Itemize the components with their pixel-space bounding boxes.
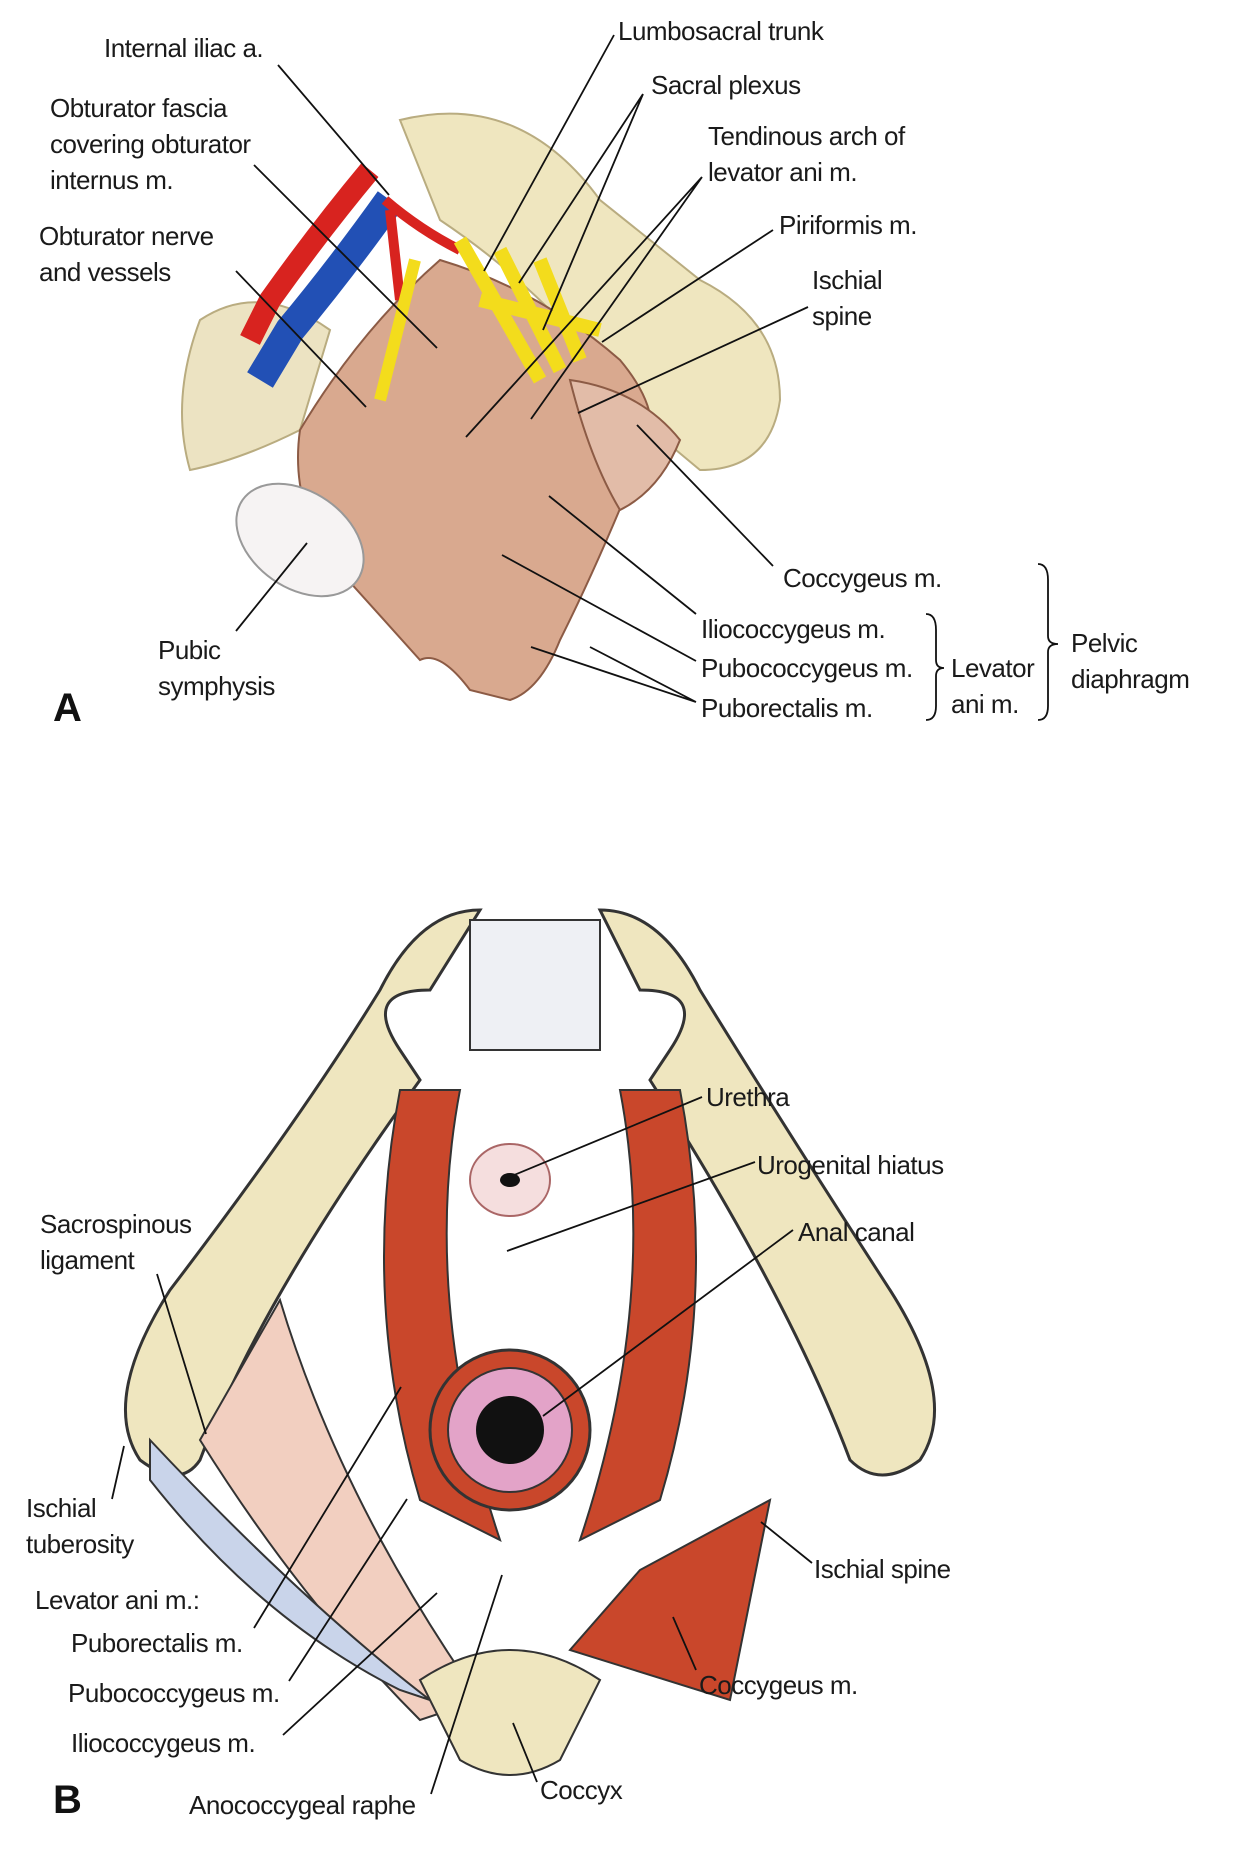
label-obturator-fascia-1: Obturator fascia xyxy=(50,93,227,123)
label-iliococcygeus-b: Iliococcygeus m. xyxy=(71,1728,256,1758)
label-coccyx: Coccyx xyxy=(540,1775,623,1805)
label-pubococcygeus-b: Pubococcygeus m. xyxy=(68,1678,280,1708)
external-iliac-artery xyxy=(240,162,379,345)
label-tendinous-arch-2: levator ani m. xyxy=(708,157,858,187)
panel-b-letter: B xyxy=(53,1778,82,1822)
label-levator-ani-1: Levator xyxy=(951,653,1035,683)
label-levator-ani-2: ani m. xyxy=(951,689,1019,719)
panel-b-illustration xyxy=(123,908,937,1776)
label-ischial-spine-2: spine xyxy=(812,301,872,331)
label-obturator-nerve-1: Obturator nerve xyxy=(39,221,214,251)
coccyx-bone xyxy=(418,1649,602,1776)
label-obturator-fascia-2: covering obturator xyxy=(50,129,251,159)
label-ischial-tuberosity-1: Ischial xyxy=(26,1493,97,1523)
label-sacrospinous-1: Sacrospinous xyxy=(40,1209,192,1239)
label-lumbosacral-trunk: Lumbosacral trunk xyxy=(618,16,824,46)
pubococcygeus-right xyxy=(578,1089,697,1542)
label-piriformis: Piriformis m. xyxy=(779,210,917,240)
label-urogenital-hiatus: Urogenital hiatus xyxy=(757,1150,944,1180)
label-internal-iliac: Internal iliac a. xyxy=(104,33,264,63)
sacrospinous-ligament xyxy=(149,1437,431,1701)
panel-a-illustration xyxy=(181,112,782,702)
label-sacrospinous-2: ligament xyxy=(40,1245,135,1275)
label-coccygeus-b: Coccygeus m. xyxy=(699,1670,858,1700)
coccygeus-right xyxy=(568,1498,772,1702)
internal-iliac-branches xyxy=(381,196,463,301)
label-ischial-spine-1: Ischial xyxy=(812,265,883,295)
label-coccygeus: Coccygeus m. xyxy=(783,563,942,593)
label-obturator-nerve-2: and vessels xyxy=(39,257,171,287)
label-tendinous-arch-1: Tendinous arch of xyxy=(708,121,905,151)
sacral-plexus-nerves xyxy=(453,236,602,384)
label-pubococcygeus: Pubococcygeus m. xyxy=(701,653,913,683)
levator-ani-brace xyxy=(925,613,945,721)
label-sacral-plexus: Sacral plexus xyxy=(651,70,801,100)
label-obturator-fascia-3: internus m. xyxy=(50,165,174,195)
label-urethra: Urethra xyxy=(706,1082,790,1112)
label-pelvic-diaphragm-2: diaphragm xyxy=(1071,664,1190,694)
label-puborectalis: Puborectalis m. xyxy=(701,693,873,723)
label-levator-ani: Levator ani m.: xyxy=(35,1585,200,1615)
label-anococcygeal-raphe: Anococcygeal raphe xyxy=(189,1790,416,1820)
label-ischial-spine-b: Ischial spine xyxy=(814,1554,951,1584)
pubococcygeus-left xyxy=(383,1089,502,1542)
external-iliac-vein xyxy=(247,191,403,388)
coccygeus-muscle xyxy=(568,378,682,512)
label-anal-canal: Anal canal xyxy=(798,1217,915,1247)
leader-lines xyxy=(111,34,1059,1795)
obturator-nerve xyxy=(374,258,421,402)
label-pelvic-diaphragm-1: Pelvic xyxy=(1071,628,1138,658)
panel-a-letter: A xyxy=(53,686,82,730)
label-ischial-tuberosity-2: tuberosity xyxy=(26,1529,134,1559)
pubic-symphysis-b xyxy=(469,919,601,1051)
pubic-symphysis xyxy=(235,482,365,598)
pelvic-diaphragm-brace xyxy=(1037,563,1059,721)
label-iliococcygeus: Iliococcygeus m. xyxy=(701,614,886,644)
label-pubic-symphysis-1: Pubic xyxy=(158,635,221,665)
label-pubic-symphysis-2: symphysis xyxy=(158,671,275,701)
label-puborectalis-b: Puborectalis m. xyxy=(71,1628,243,1658)
